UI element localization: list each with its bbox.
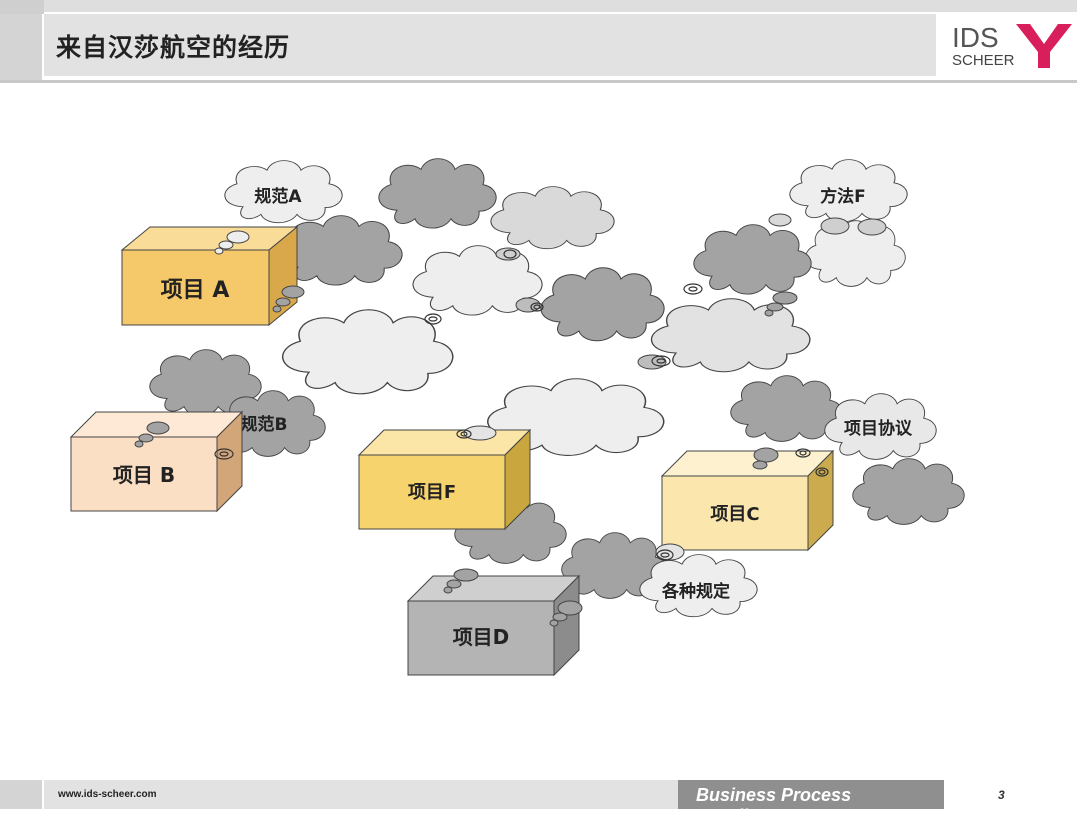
page-title: 来自汉莎航空的经历: [56, 33, 291, 62]
cloud-label-norm-a: 规范A: [254, 186, 302, 207]
cloud-label-project-agreement: 项目协议: [844, 418, 913, 439]
page-number: 3: [998, 788, 1005, 802]
light-cloud-6: [805, 220, 906, 287]
cloud-label-norm-b: 规范B: [241, 414, 288, 435]
header-side-strip: [0, 14, 42, 80]
light-cloud-5: [650, 298, 811, 373]
footer-corner: [0, 780, 42, 809]
bubble-tails: [134, 213, 887, 627]
footer-tagline: Business Process Excellence: [696, 785, 852, 826]
cloud-norm-a: 规范A: [224, 160, 343, 224]
logo-text-ids: IDS: [952, 22, 999, 53]
footer-tagline-band: Business Process Excellence: [678, 780, 944, 826]
gray-cloud-4: [693, 224, 812, 295]
box-label-project-d: 项目D: [453, 625, 510, 649]
cloud-method-f: 方法F: [789, 159, 908, 223]
logo-text-scheer: SCHEER: [952, 52, 1015, 69]
title-band: [44, 14, 936, 76]
cloud-project-agreement: 项目协议: [824, 393, 937, 460]
box-label-project-b: 项目 B: [113, 463, 175, 487]
gray-cloud-1: [378, 158, 497, 229]
box-label-project-c: 项目C: [710, 504, 759, 525]
logo-y-icon: [1016, 24, 1072, 68]
diagram-canvas: 规范A 方法F 项目协议 各种规定 规范B 项目 A 项目 B 项目F 项目C: [69, 158, 965, 677]
header-top-bar: [44, 0, 1077, 12]
gray-cloud-3: [540, 267, 665, 342]
cloud-various-rules: 各种规定: [639, 554, 758, 618]
header-corner: [0, 0, 44, 14]
box-project-c: 项目C: [660, 449, 835, 552]
box-project-f: 项目F: [357, 428, 532, 531]
title-divider: [0, 80, 1077, 83]
gray-cloud-8: [852, 458, 965, 525]
box-label-project-f: 项目F: [408, 482, 456, 503]
spiral-marks: [214, 249, 829, 561]
light-cloud-3: [490, 186, 615, 250]
box-label-project-a: 项目 A: [161, 278, 230, 303]
box-project-a: 项目 A: [120, 225, 299, 327]
cloud-label-various-rules: 各种规定: [661, 581, 730, 602]
footer-url-link[interactable]: www.ids-scheer.com: [58, 789, 157, 800]
ids-scheer-logo: IDS SCHEER: [940, 14, 1077, 76]
cloud-label-method-f: 方法F: [820, 186, 866, 207]
